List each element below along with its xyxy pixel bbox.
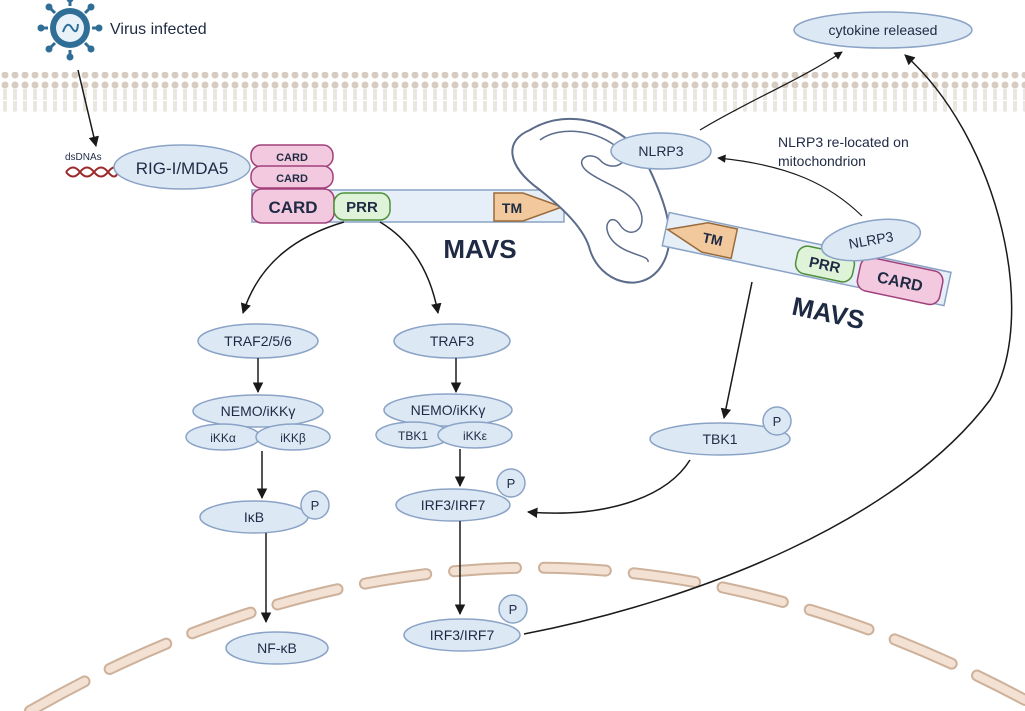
nemo-right-label: NEMO/iKKγ bbox=[411, 402, 486, 418]
mavs-left-label: MAVS bbox=[443, 234, 516, 264]
arrow-tbk1-to-irf bbox=[526, 459, 691, 519]
arrow-nlrp3-relocation bbox=[717, 154, 863, 217]
ikkb-label: iKKβ bbox=[280, 431, 306, 445]
arrow-virus-to-dsdna bbox=[77, 69, 99, 148]
arrow-mavs-to-tbk1 bbox=[720, 281, 753, 420]
ikka-label: iKKα bbox=[210, 431, 236, 445]
rig-mda5-node bbox=[113, 144, 251, 190]
virus-icon bbox=[37, 0, 103, 61]
prr-right-label: PRR bbox=[807, 254, 842, 277]
phospho-ikb-label: P bbox=[311, 498, 320, 513]
virus-label: Virus infected bbox=[110, 21, 207, 38]
dsdna-label: dsDNAs bbox=[65, 152, 102, 163]
tbk1-right-node bbox=[649, 422, 791, 456]
nlrp3-right-node bbox=[820, 218, 922, 262]
ikke-label: iKKε bbox=[463, 429, 488, 443]
arrow-nlrp3-to-cytokine bbox=[699, 51, 843, 131]
cell-membrane bbox=[0, 72, 1025, 112]
cytokine-label: cytokine released bbox=[829, 22, 938, 38]
ikb-label: IκB bbox=[244, 509, 264, 525]
phospho-irf-b-icon bbox=[498, 594, 528, 624]
irf-a-label: IRF3/IRF7 bbox=[421, 497, 486, 513]
phospho-ikb-icon bbox=[300, 490, 330, 520]
mavs-right-label: MAVS bbox=[789, 291, 867, 336]
nemo-left-label: NEMO/iKKγ bbox=[221, 403, 296, 419]
ikkb-node bbox=[255, 423, 331, 451]
prr-left-label: PRR bbox=[346, 199, 378, 216]
nuclear-envelope-outline bbox=[24, 561, 1025, 711]
nuclear-envelope bbox=[26, 563, 1025, 711]
nlrp3-right-label: NLRP3 bbox=[847, 228, 894, 252]
nfkb-node bbox=[225, 631, 329, 665]
cytokine-node bbox=[793, 11, 973, 49]
irf-a-node bbox=[395, 488, 511, 522]
card-small-2-label: CARD bbox=[276, 173, 308, 185]
nlrp3-top-node bbox=[610, 132, 712, 170]
mavs-right-assembly: TM PRR CARD bbox=[661, 211, 952, 307]
tm-domain-left bbox=[493, 192, 565, 222]
phospho-tbk1-label: P bbox=[773, 414, 782, 429]
arrow-irf-to-cytokine bbox=[523, 54, 1013, 635]
tm-domain-right bbox=[665, 222, 739, 260]
tbk1-small-label: TBK1 bbox=[398, 429, 428, 443]
prr-domain-left bbox=[333, 192, 391, 221]
card-domain-small-2 bbox=[250, 165, 334, 189]
nlrp3-note-line1: NLRP3 re-located on bbox=[778, 134, 909, 150]
phospho-irf-a-label: P bbox=[507, 476, 516, 491]
phospho-tbk1-icon bbox=[762, 406, 792, 436]
ikke-node bbox=[437, 421, 513, 449]
card-domain-right bbox=[856, 256, 944, 306]
traf3-node bbox=[393, 323, 511, 359]
nlrp3-top-label: NLRP3 bbox=[638, 143, 683, 159]
traf3-label: TRAF3 bbox=[430, 333, 475, 349]
tm-left-label: TM bbox=[502, 200, 522, 216]
card-large-label: CARD bbox=[268, 198, 317, 217]
arrow-prr-to-traf3 bbox=[379, 221, 442, 315]
nfkb-label: NF-κB bbox=[257, 640, 297, 656]
tbk1-right-label: TBK1 bbox=[702, 431, 737, 447]
phospho-irf-b-label: P bbox=[509, 602, 518, 617]
dsdna-helix-icon bbox=[65, 166, 119, 178]
nemo-left-node bbox=[192, 394, 324, 428]
tm-right-label: TM bbox=[701, 229, 724, 249]
arrow-prr-to-traf256 bbox=[240, 221, 345, 314]
irf-b-label: IRF3/IRF7 bbox=[430, 627, 495, 643]
phospho-irf-a-icon bbox=[496, 468, 526, 498]
irf-b-node bbox=[403, 618, 521, 652]
nlrp3-note-line2: mitochondrion bbox=[778, 153, 866, 169]
rig-mda5-label: RIG-I/MDA5 bbox=[136, 159, 229, 178]
traf256-label: TRAF2/5/6 bbox=[224, 333, 292, 349]
card-small-1-label: CARD bbox=[276, 152, 308, 164]
